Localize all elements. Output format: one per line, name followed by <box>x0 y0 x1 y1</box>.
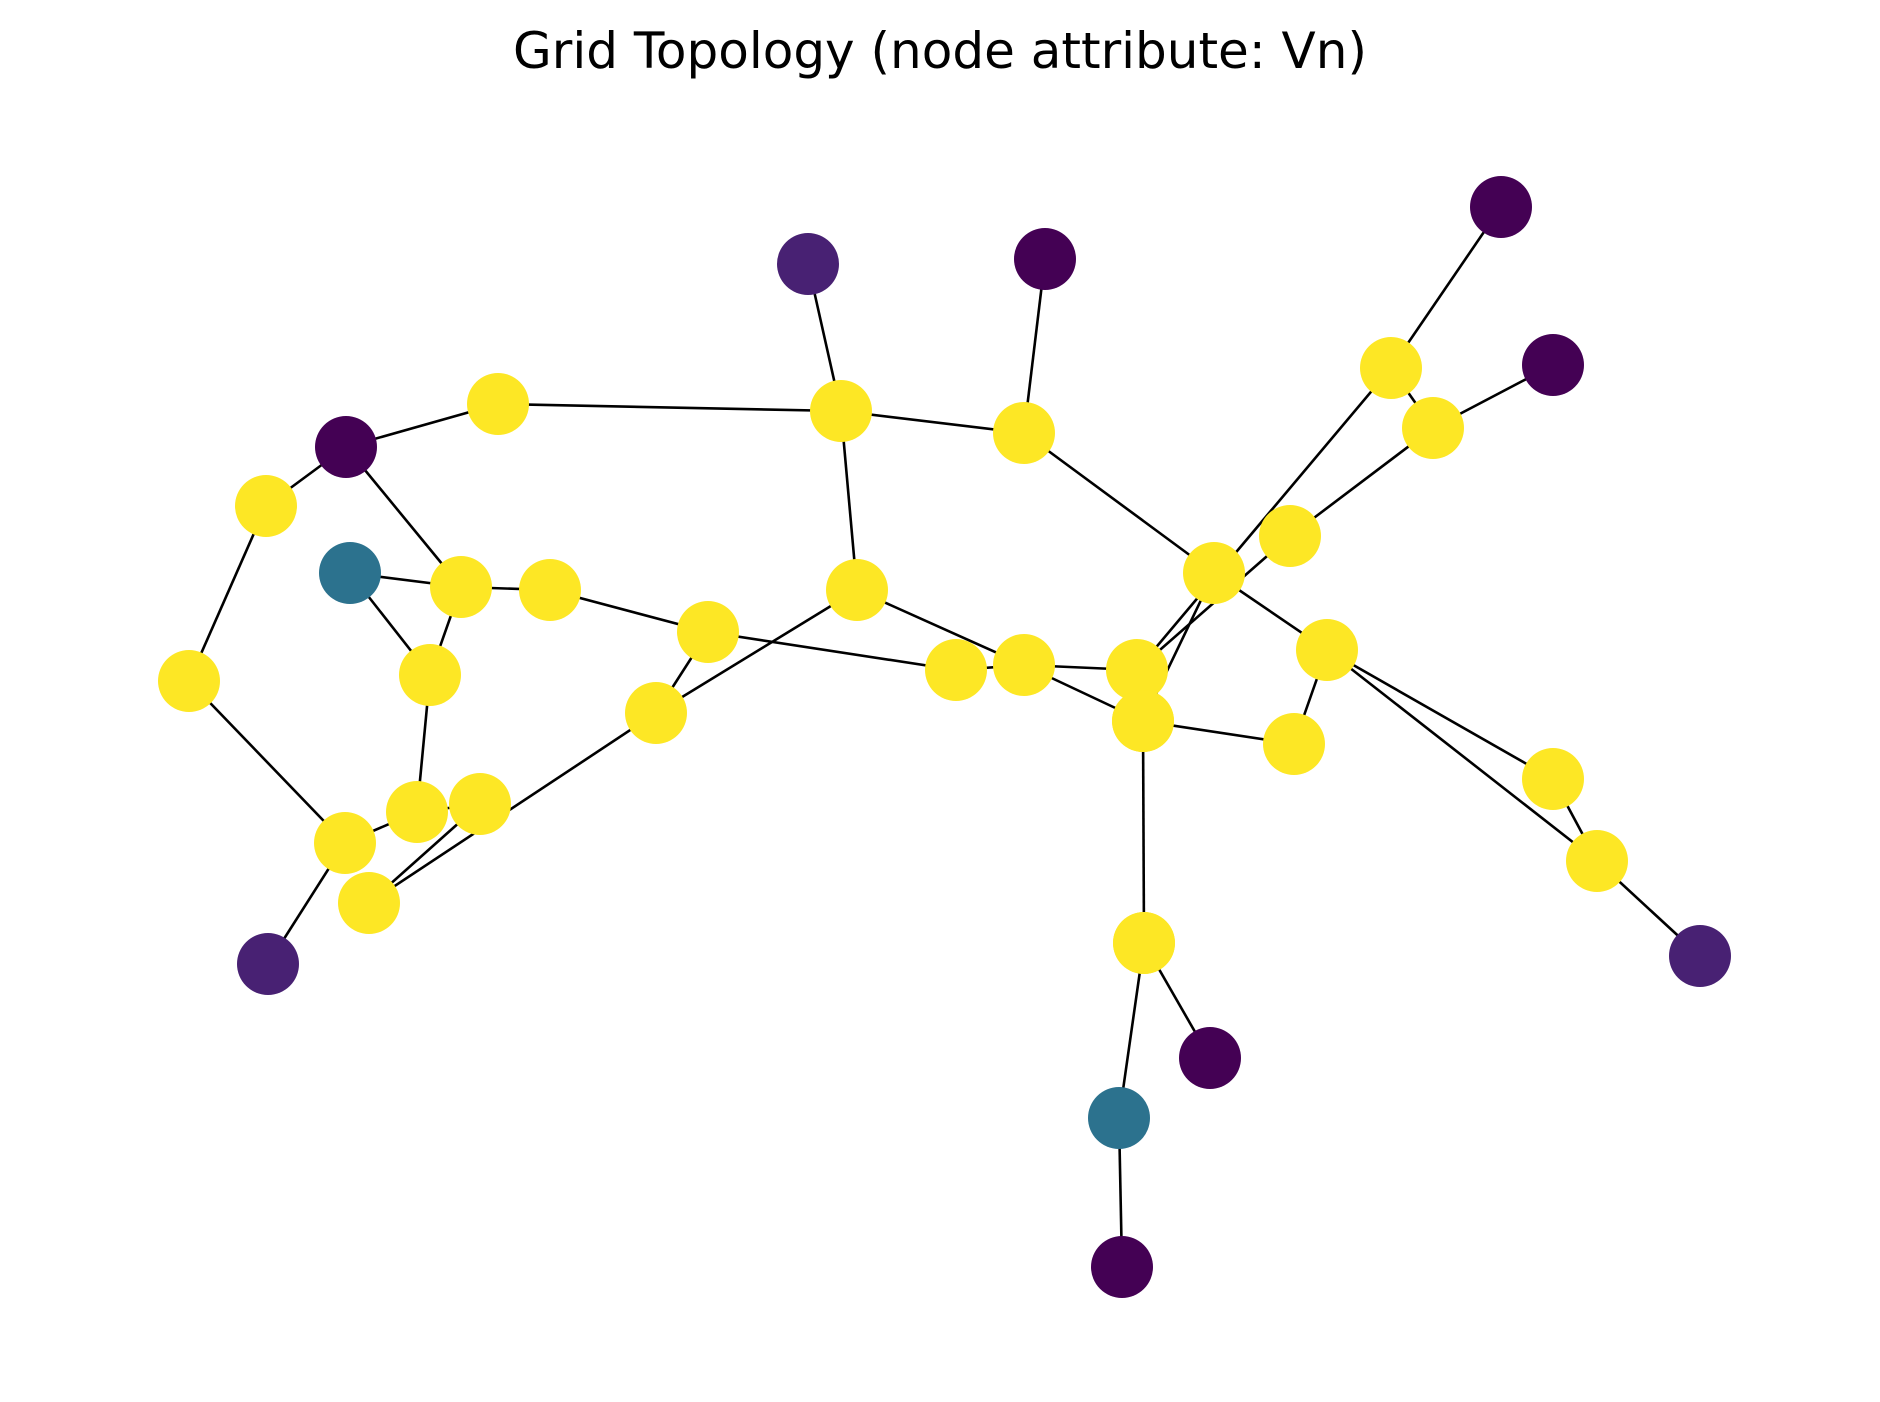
graph-node <box>1179 1027 1241 1089</box>
graph-node <box>1402 397 1464 459</box>
graph-node <box>430 556 492 618</box>
graph-node <box>519 559 581 621</box>
graph-node <box>625 682 687 744</box>
graph-node <box>826 559 888 621</box>
edge-line <box>655 588 858 715</box>
graph-node <box>1360 337 1422 399</box>
graph-node <box>777 233 839 295</box>
graph-node <box>1566 830 1628 892</box>
edge-line <box>1326 648 1554 781</box>
graph-node <box>1113 912 1175 974</box>
graph-node <box>386 781 448 843</box>
graph-node <box>993 634 1055 696</box>
graph-node <box>319 542 381 604</box>
graph-node <box>1669 925 1731 987</box>
edge-line <box>1141 720 1146 944</box>
graph-node <box>1106 639 1168 701</box>
edge-layer <box>187 206 1701 1268</box>
graph-node <box>677 601 739 663</box>
graph-node <box>1296 619 1358 681</box>
graph-node <box>449 773 511 835</box>
graph-node <box>315 416 377 478</box>
graph-node <box>1259 505 1321 567</box>
edge-line <box>497 402 842 413</box>
graph-node <box>1112 690 1174 752</box>
node-layer <box>158 176 1731 1298</box>
graph-node <box>1014 228 1076 290</box>
edge-line <box>707 630 957 672</box>
edge-line <box>188 680 346 844</box>
graph-node <box>1091 1236 1153 1298</box>
edge-line <box>1326 648 1598 863</box>
graph-node <box>810 380 872 442</box>
graph-node <box>925 639 987 701</box>
graph-node <box>158 650 220 712</box>
graph-node <box>1522 334 1584 396</box>
graph-node <box>467 373 529 435</box>
graph-node <box>1088 1087 1150 1149</box>
edge-line <box>1136 367 1392 671</box>
edge-line <box>368 711 657 905</box>
graph-node <box>237 933 299 995</box>
graph-node <box>1470 176 1532 238</box>
graph-node <box>399 644 461 706</box>
edge-line <box>187 505 268 682</box>
edge-line <box>1389 206 1503 369</box>
graph-node <box>1263 713 1325 775</box>
graph-node <box>1183 542 1245 604</box>
graph-node <box>338 872 400 934</box>
graph-node <box>235 475 297 537</box>
graph-node <box>314 812 376 874</box>
chart-title: Grid Topology (node attribute: Vn) <box>513 22 1367 80</box>
graph-node <box>993 402 1055 464</box>
edge-line <box>1023 431 1215 575</box>
graph-node <box>1522 748 1584 810</box>
